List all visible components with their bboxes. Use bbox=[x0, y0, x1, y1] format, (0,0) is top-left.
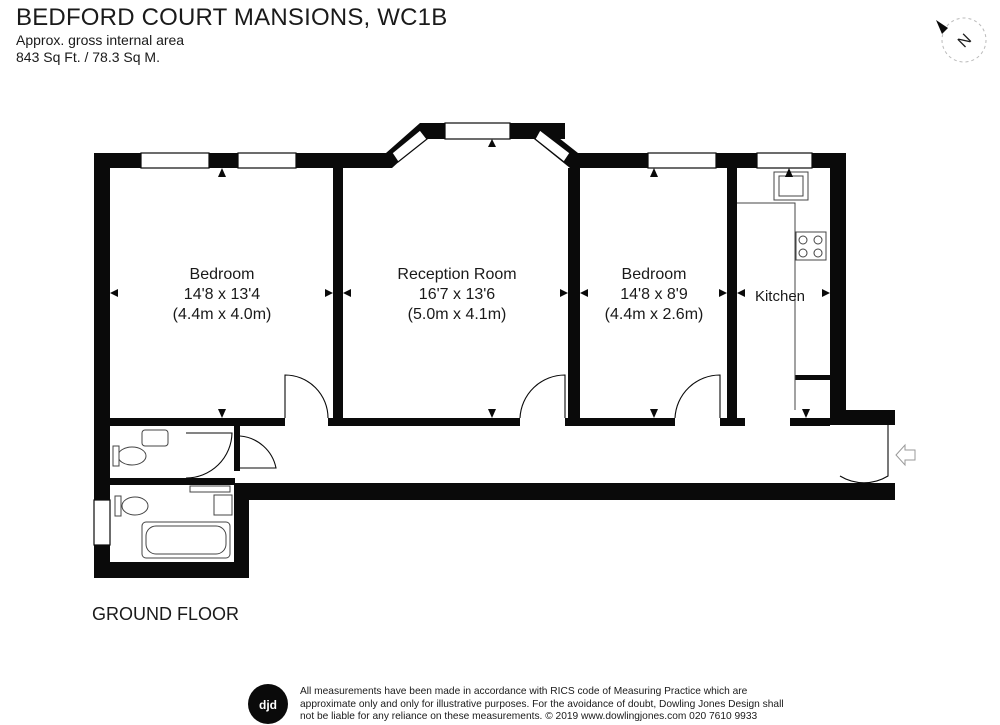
room-name: Reception Room bbox=[397, 266, 516, 283]
disclaimer: All measurements have been made in accor… bbox=[300, 686, 784, 724]
page-title: BEDFORD COURT MANSIONS, WC1B bbox=[16, 4, 448, 31]
compass-letter: N bbox=[955, 31, 975, 51]
room-size-imperial: 14'8 x 8'9 bbox=[620, 286, 688, 303]
area-label: Approx. gross internal area bbox=[16, 32, 185, 48]
disclaimer-line: not be liable for any reliance on these … bbox=[300, 711, 758, 722]
entrance-arrow-icon bbox=[895, 443, 916, 467]
disclaimer-line: All measurements have been made in accor… bbox=[300, 686, 748, 697]
room-bedroom-1: Bedroom 14'8 x 13'4 (4.4m x 4.0m) bbox=[173, 266, 272, 323]
room-bedroom-2: Bedroom 14'8 x 8'9 (4.4m x 2.6m) bbox=[605, 266, 704, 323]
room-reception: Reception Room 16'7 x 13'6 (5.0m x 4.1m) bbox=[397, 266, 516, 323]
bathroom-fixtures bbox=[112, 429, 233, 559]
compass-icon: N bbox=[936, 17, 987, 63]
djd-logo: djd bbox=[248, 684, 288, 724]
room-size-metric: (4.4m x 4.0m) bbox=[173, 306, 272, 323]
room-name: Bedroom bbox=[622, 266, 687, 283]
room-name: Kitchen bbox=[755, 288, 805, 305]
doors bbox=[185, 374, 889, 484]
disclaimer-line: approximate only and only for illustrati… bbox=[300, 698, 784, 710]
room-size-imperial: 16'7 x 13'6 bbox=[419, 286, 495, 303]
windows bbox=[93, 122, 813, 546]
room-size-metric: (4.4m x 2.6m) bbox=[605, 306, 704, 323]
svg-text:djd: djd bbox=[259, 698, 277, 712]
room-size-metric: (5.0m x 4.1m) bbox=[408, 306, 507, 323]
room-size-imperial: 14'8 x 13'4 bbox=[184, 286, 260, 303]
room-name: Bedroom bbox=[190, 266, 255, 283]
floor-label: GROUND FLOOR bbox=[92, 604, 240, 624]
kitchen-fixtures bbox=[737, 171, 827, 410]
area-value: 843 Sq Ft. / 78.3 Sq M. bbox=[16, 49, 160, 65]
dimension-markers bbox=[110, 139, 830, 418]
room-kitchen: Kitchen bbox=[755, 288, 805, 305]
